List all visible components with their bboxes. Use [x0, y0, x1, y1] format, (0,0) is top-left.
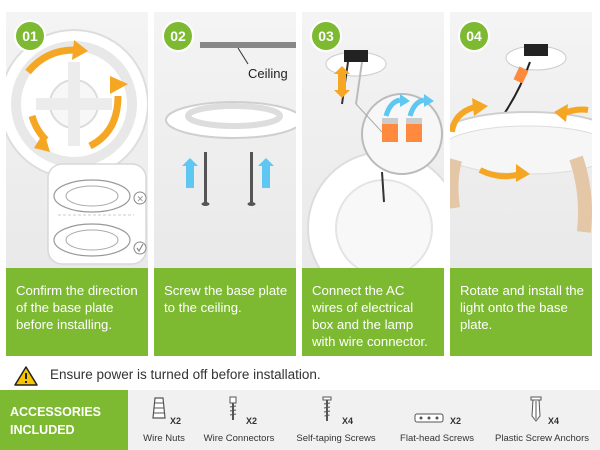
accessories-title: ACCESSORIES INCLUDED [0, 390, 128, 450]
plastic-screw-anchors-quantity: X4 [548, 416, 560, 426]
self-taping-screws-quantity: X4 [342, 416, 354, 426]
svg-text:×: × [137, 195, 145, 205]
screw-anchor-icon [530, 396, 542, 427]
step-3-caption: Connect the AC wires of electrical box a… [302, 268, 444, 356]
step-2: Ceiling 02 Screw the base plate to the c… [154, 12, 296, 356]
step-2-caption: Screw the base plate to the ceiling. [154, 268, 296, 356]
step-number-badge: 04 [458, 20, 490, 52]
ceiling-label: Ceiling [248, 66, 288, 81]
accessory-wire-nuts: X2 Wire Nuts [136, 390, 192, 450]
step-4-caption: Rotate and install the light onto the ba… [450, 268, 592, 356]
step-1-image: × [6, 12, 148, 268]
step-number-badge: 03 [310, 20, 342, 52]
accessory-plastic-screw-anchors: X4 Plastic Screw Anchors [488, 390, 596, 450]
accessory-flat-head-screws: X2 Flat-head Screws [390, 390, 484, 450]
accessory-self-taping-screws: X4 Self-taping Screws [288, 390, 384, 450]
accessories-title-line-2: INCLUDED [10, 423, 75, 437]
step-2-image: Ceiling [154, 12, 296, 268]
warning-text: Ensure power is turned off before instal… [50, 367, 321, 382]
accessories-title-line-1: ACCESSORIES [10, 405, 101, 419]
wire-nuts-quantity: X2 [170, 416, 182, 426]
step-3-image [302, 12, 444, 268]
step-number-badge: 01 [14, 20, 46, 52]
wire-nut-icon [152, 396, 166, 427]
warning-triangle-icon [14, 366, 38, 391]
step-3: 03 Connect the AC wires of electrical bo… [302, 12, 444, 356]
wire-connectors-label: Wire Connectors [203, 433, 275, 444]
wire-nuts-label: Wire Nuts [143, 433, 185, 444]
step-4: 04 Rotate and install the light onto the… [450, 12, 592, 356]
safety-warning: Ensure power is turned off before instal… [6, 364, 594, 386]
self-tapping-screw-icon [322, 396, 332, 427]
flat-head-screws-label: Flat-head Screws [400, 433, 474, 444]
wire-connector-icon [228, 396, 238, 427]
step-number-badge: 02 [162, 20, 194, 52]
accessory-wire-connectors: X2 Wire Connectors [196, 390, 282, 450]
plastic-screw-anchors-label: Plastic Screw Anchors [495, 433, 589, 444]
wire-connectors-quantity: X2 [246, 416, 258, 426]
accessories-bar: ACCESSORIES INCLUDED X2 Wire Nuts X2 [0, 390, 600, 450]
step-1-caption: Confirm the direction of the base plate … [6, 268, 148, 356]
step-4-image [450, 12, 592, 268]
flat-head-screws-quantity: X2 [450, 416, 462, 426]
step-1: × 01 Confirm the direction of the base p… [6, 12, 148, 356]
self-taping-screws-label: Self-taping Screws [296, 433, 376, 444]
installation-steps: × 01 Confirm the direction of the base p… [6, 12, 594, 356]
flat-head-screw-icon [414, 410, 444, 428]
